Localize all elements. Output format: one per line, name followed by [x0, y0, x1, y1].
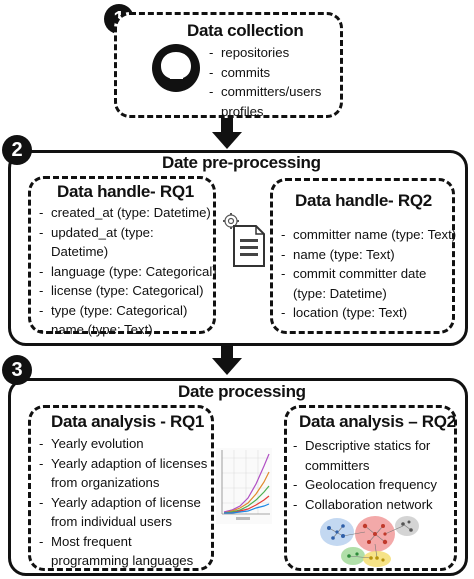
list-item: programming languages: [51, 553, 194, 568]
list-item: from individual users: [51, 514, 172, 529]
list-item: updated_at (type:: [39, 223, 217, 243]
step-3-badge: 3: [2, 355, 32, 385]
list-item: commit committer date: [281, 264, 456, 284]
processing-title: Date processing: [178, 382, 306, 401]
processing-box: [8, 378, 468, 576]
list-item: Most frequent: [39, 532, 207, 552]
list-item: name (type: Text): [39, 320, 217, 340]
list-item: language (type: Categorical): [39, 262, 217, 282]
data-handle-rq2-list: committer name (type: Text) name (type: …: [281, 225, 456, 323]
arrow-down-1: [212, 118, 242, 149]
list-item: Geolocation frequency: [293, 475, 437, 495]
data-analysis-rq2-box: Data analysis – RQ2 Descriptive statics …: [284, 405, 457, 571]
data-analysis-rq2-list: Descriptive statics for committers Geolo…: [293, 436, 437, 514]
line-chart-thumbnail: [216, 448, 272, 529]
data-analysis-rq1-box: Data analysis - RQ1 Yearly evolution Yea…: [28, 405, 214, 571]
data-handle-rq2-title: Data handle- RQ2: [295, 191, 432, 210]
data-analysis-rq1-list: Yearly evolution Yearly adaption of lice…: [39, 434, 207, 571]
data-collection-title: Data collection: [187, 21, 304, 40]
list-item: repositories: [209, 43, 321, 63]
list-item: Yearly adaption of licenses: [39, 454, 207, 474]
list-item: from organizations: [51, 475, 160, 490]
list-item: commits: [209, 63, 321, 83]
list-item: license (type: Categorical): [39, 281, 217, 301]
document-gear-icon: [222, 212, 268, 275]
list-item: name (type: Text): [281, 245, 456, 265]
list-item: (type: Datetime): [293, 285, 387, 301]
list-item: committer name (type: Text): [281, 225, 456, 245]
list-item: Yearly evolution: [39, 434, 207, 454]
data-analysis-rq1-title: Data analysis - RQ1: [51, 412, 205, 431]
list-item: profiles: [221, 103, 264, 119]
data-analysis-rq2-title: Data analysis – RQ2: [299, 412, 456, 431]
list-item: Collaboration network: [293, 495, 437, 515]
pre-processing-box: [8, 150, 468, 346]
list-item: type (type: Categorical): [39, 301, 217, 321]
data-collection-box: Data collection repositories commits com…: [114, 12, 343, 121]
arrow-down-2: [212, 346, 242, 375]
list-item: Datetime): [51, 244, 109, 259]
list-item: committers/users: [209, 82, 321, 102]
list-item: Yearly adaption of license: [39, 493, 207, 513]
list-item: location (type: Text): [281, 303, 456, 323]
data-handle-rq1-list: created_at (type: Datetime) updated_at (…: [39, 203, 217, 340]
list-item: committers: [305, 457, 370, 473]
data-collection-list: repositories commits committers/users pr…: [209, 43, 321, 121]
pre-processing-title: Date pre-processing: [162, 153, 321, 172]
data-handle-rq1-box: Data handle- RQ1 created_at (type: Datet…: [28, 176, 217, 339]
data-handle-rq2-box: Data handle- RQ2 committer name (type: T…: [270, 178, 456, 334]
list-item: created_at (type: Datetime): [39, 203, 217, 223]
network-graph-thumbnail: [319, 512, 423, 573]
step-2-badge: 2: [2, 135, 32, 165]
list-item: Descriptive statics for: [293, 436, 437, 456]
data-handle-rq1-title: Data handle- RQ1: [57, 182, 194, 201]
github-icon: [151, 43, 201, 98]
